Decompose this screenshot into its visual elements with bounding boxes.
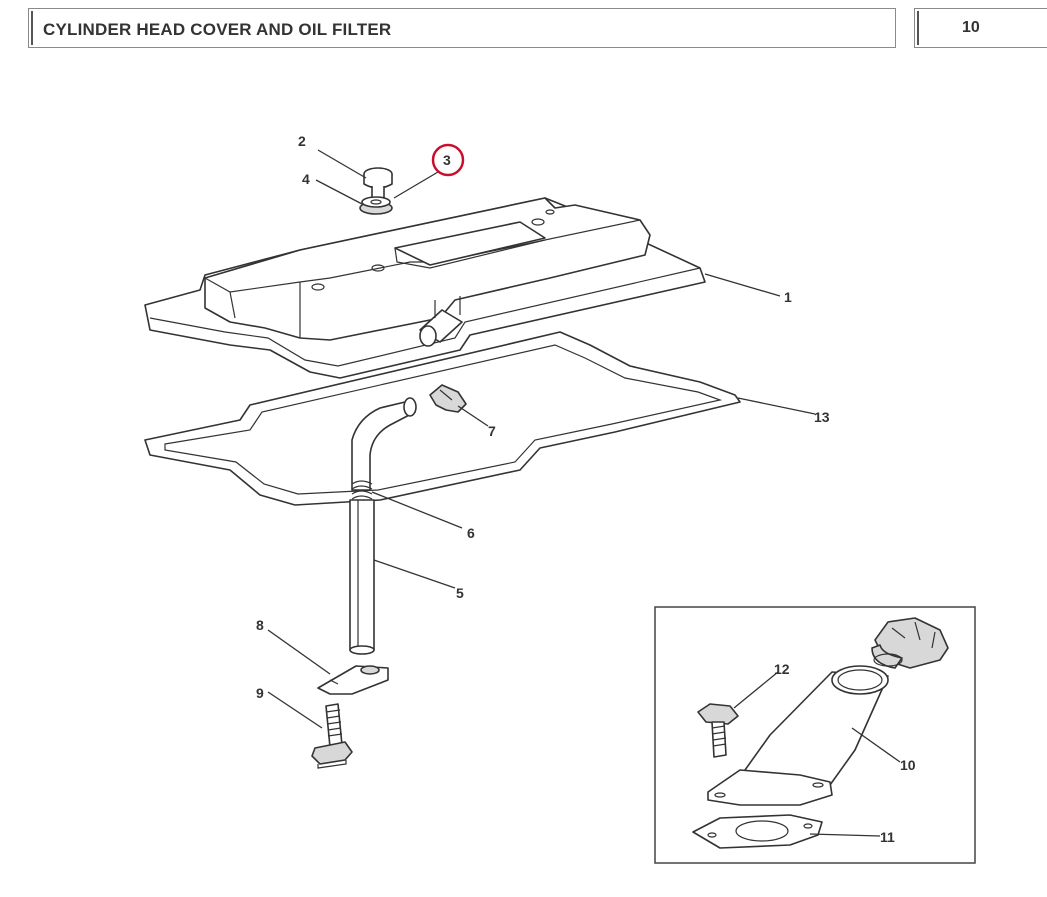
callout-7[interactable]: 7 (488, 423, 496, 439)
tube-bracket[interactable] (317, 665, 389, 695)
neck-gasket[interactable] (692, 814, 823, 849)
callout-3[interactable]: 3 (443, 152, 451, 168)
title-box: CYLINDER HEAD COVER AND OIL FILTER (28, 8, 896, 48)
callout-6[interactable]: 6 (467, 525, 475, 541)
callout-4[interactable]: 4 (302, 171, 310, 187)
callout-12[interactable]: 12 (774, 661, 790, 677)
page-box-shadow (917, 11, 919, 45)
callout-5[interactable]: 5 (456, 585, 464, 601)
breather-hose[interactable] (351, 397, 417, 491)
cover-bolt[interactable] (363, 167, 393, 201)
cylinder-head-cover[interactable] (144, 197, 706, 379)
flange-bolt[interactable] (311, 703, 353, 769)
oil-filler-neck[interactable] (707, 665, 889, 806)
callout-8[interactable]: 8 (256, 617, 264, 633)
leader-lines (267, 149, 901, 837)
breather-tube[interactable] (349, 499, 375, 655)
cover-gasket[interactable] (144, 331, 741, 506)
sealing-washer[interactable] (359, 196, 393, 215)
hose-spring-clamp[interactable] (351, 480, 373, 500)
callout-11[interactable]: 11 (880, 829, 895, 845)
highlight-ring (431, 143, 465, 177)
callout-9[interactable]: 9 (256, 685, 264, 701)
callout-1[interactable]: 1 (784, 289, 792, 305)
oil-filler-cap[interactable] (871, 617, 949, 669)
page-number-box: 10 (914, 8, 1047, 48)
callout-10[interactable]: 10 (900, 757, 916, 773)
title-box-shadow (31, 11, 33, 45)
page-title: CYLINDER HEAD COVER AND OIL FILTER (43, 20, 392, 39)
callout-13[interactable]: 13 (814, 409, 830, 425)
page-number: 10 (962, 19, 980, 36)
callout-2[interactable]: 2 (298, 133, 306, 149)
neck-bolt[interactable] (697, 703, 739, 758)
